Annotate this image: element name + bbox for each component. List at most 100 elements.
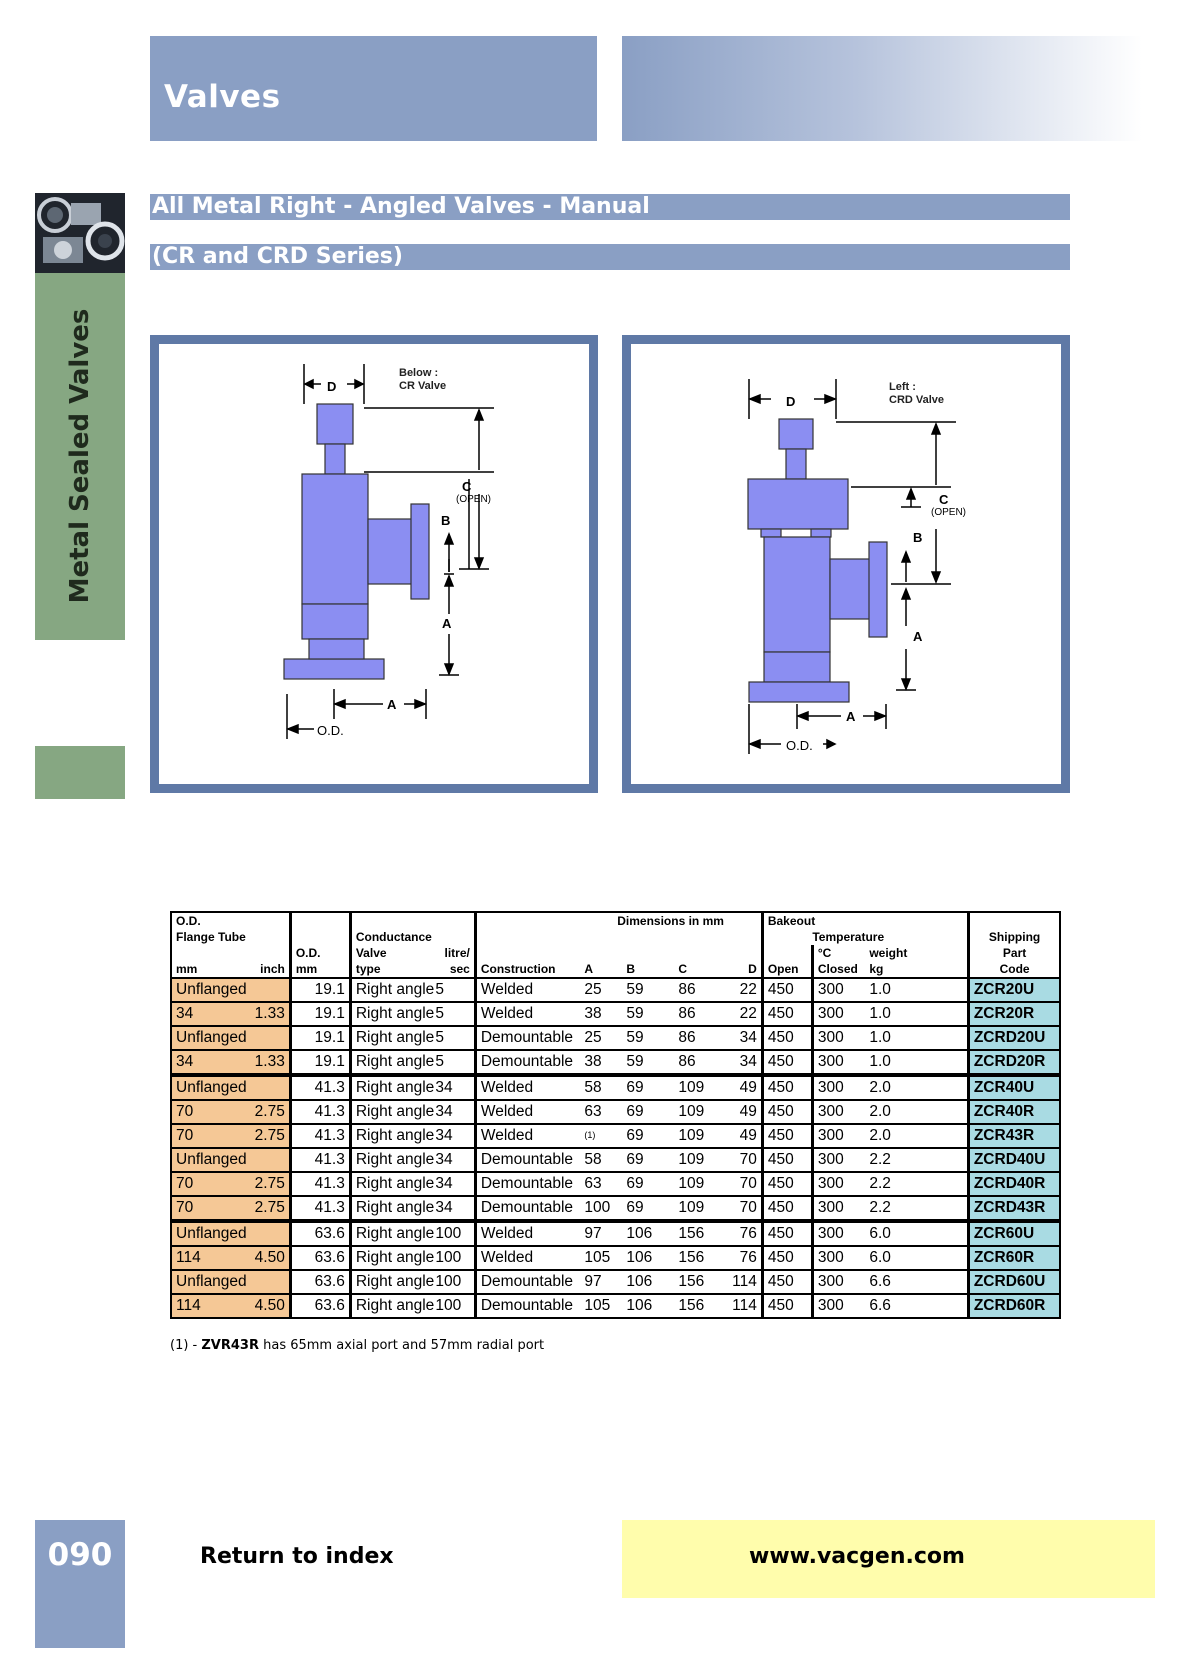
construction-cell: Welded (473, 1123, 581, 1148)
tube-od-cell: 19.1 (288, 1001, 351, 1026)
dim-d-cell: 70 (726, 1171, 763, 1196)
page-title: Valves (164, 79, 281, 115)
dim-d-cell: 22 (726, 1001, 763, 1026)
product-series: (CR and CRD Series) (150, 244, 1070, 270)
th-b: B (626, 962, 636, 976)
tube-od-cell: 63.6 (288, 1269, 351, 1294)
dim-b-cell: 106 (622, 1293, 675, 1318)
bakeout-closed-cell: 300 (810, 1171, 866, 1196)
conductance-cell: 34 (435, 1123, 476, 1148)
table-header-row-4: mm inch mm type sec Construction A B C D… (171, 961, 1061, 978)
valve-type-cell: Right angle (348, 1049, 436, 1075)
bakeout-closed-cell: 300 (810, 1001, 866, 1026)
inch-cell: 1.33 (250, 1049, 291, 1075)
tube-od-cell: 63.6 (288, 1245, 351, 1270)
bakeout-closed-cell: 300 (810, 1123, 866, 1148)
flange-cell: Unflanged (171, 1147, 251, 1172)
bakeout-open-cell: 450 (760, 1195, 813, 1221)
fig-left-a2-label: A (387, 697, 397, 712)
dim-a-cell: 97 (580, 1269, 623, 1294)
valve-type-cell: Right angle (348, 1073, 436, 1100)
valve-type-cell: Right angle (348, 1293, 436, 1318)
table-footnote: (1) - ZVR43R has 65mm axial port and 57m… (170, 1338, 544, 1353)
footnote-text: has 65mm axial port and 57mm radial port (258, 1338, 545, 1353)
dim-a-cell: 105 (580, 1293, 623, 1318)
website-link[interactable]: www.vacgen.com (749, 1544, 965, 1569)
fig-right-a-label: A (913, 629, 923, 644)
inch-cell (250, 1073, 291, 1100)
valve-type-cell: Right angle (348, 1219, 436, 1246)
th-bakeout: Bakeout (760, 912, 866, 929)
dim-a-cell: 97 (580, 1219, 623, 1246)
part-code-cell: ZCRD40R (966, 1171, 1061, 1196)
page-number: 090 (47, 1537, 113, 1573)
inch-cell: 2.75 (250, 1099, 291, 1124)
part-code-cell: ZCRD43R (966, 1195, 1061, 1221)
valve-type-cell: Right angle (348, 1195, 436, 1221)
return-to-index-link[interactable]: Return to index (200, 1544, 394, 1569)
dim-b-cell: 59 (622, 977, 675, 1002)
footnote-code: ZVR43R (201, 1338, 259, 1353)
flange-cell: 34 (171, 1049, 251, 1075)
bakeout-open-cell: 450 (760, 1171, 813, 1196)
flange-cell: 70 (171, 1195, 251, 1221)
dim-c-cell: 156 (674, 1269, 727, 1294)
fig-right-caption-2: CRD Valve (889, 394, 944, 406)
bakeout-closed-cell: 300 (810, 1245, 866, 1270)
th-temperature: Temperature (812, 930, 885, 944)
crd-valve-diagram: D Left : CRD Valve C (OPEN) B A A O.D. (622, 335, 1070, 793)
conductance-cell: 34 (435, 1195, 476, 1221)
fig-left-od-label: O.D. (317, 723, 344, 738)
inch-cell: 4.50 (250, 1245, 291, 1270)
part-code-cell: ZCRD40U (966, 1147, 1061, 1172)
tube-od-cell: 19.1 (288, 977, 351, 1002)
part-code-cell: ZCR40U (966, 1073, 1061, 1100)
conductance-cell: 5 (435, 1025, 476, 1050)
conductance-cell: 100 (435, 1245, 476, 1270)
cr-valve-diagram: D Below : CR Valve C (OPEN) B A A O.D. (150, 335, 598, 793)
valve-type-cell: Right angle (348, 1171, 436, 1196)
dim-d-cell: 76 (726, 1219, 763, 1246)
table-header-row-3: O.D. Valve litre/ °C weight Part (171, 945, 1061, 961)
construction-cell: Welded (473, 1099, 581, 1124)
bakeout-open-cell: 450 (760, 1049, 813, 1075)
bakeout-closed-cell: 300 (810, 1269, 866, 1294)
tube-od-cell: 63.6 (288, 1219, 351, 1246)
valve-product-thumbnail (35, 193, 125, 273)
dim-a-cell: 38 (580, 1001, 623, 1026)
bakeout-closed-cell: 300 (810, 1099, 866, 1124)
flange-cell: Unflanged (171, 977, 251, 1002)
valve-type-cell: Right angle (348, 1147, 436, 1172)
part-code-cell: ZCR43R (966, 1123, 1061, 1148)
construction-cell: Welded (473, 1073, 581, 1100)
dim-b-cell: 106 (622, 1219, 675, 1246)
bakeout-open-cell: 450 (760, 1025, 813, 1050)
valve-type-cell: Right angle (348, 1245, 436, 1270)
weight-cell: 1.0 (865, 1049, 969, 1075)
conductance-cell: 100 (435, 1219, 476, 1246)
dim-c-cell: 86 (674, 1049, 727, 1075)
fig-right-a2-label: A (846, 709, 856, 724)
bakeout-open-cell: 450 (760, 1001, 813, 1026)
dim-b-cell: 106 (622, 1269, 675, 1294)
valve-type-cell: Right angle (348, 1269, 436, 1294)
valve-specification-table: O.D. Dimensions in mm Bakeout Flange Tub… (170, 911, 1062, 1319)
fig-left-c-label: C (462, 479, 472, 494)
construction-cell: Demountable (473, 1195, 581, 1221)
fig-right-open-label: (OPEN) (931, 507, 966, 518)
th-construction: Construction (473, 961, 581, 978)
dim-b-cell: 59 (622, 1049, 675, 1075)
bakeout-open-cell: 450 (760, 1123, 813, 1148)
header-banner (150, 36, 597, 141)
inch-cell (250, 1147, 291, 1172)
conductance-cell: 100 (435, 1293, 476, 1318)
dim-d-cell: 49 (726, 1099, 763, 1124)
dim-c-cell: 109 (674, 1123, 727, 1148)
dim-b-cell: 69 (622, 1195, 675, 1221)
